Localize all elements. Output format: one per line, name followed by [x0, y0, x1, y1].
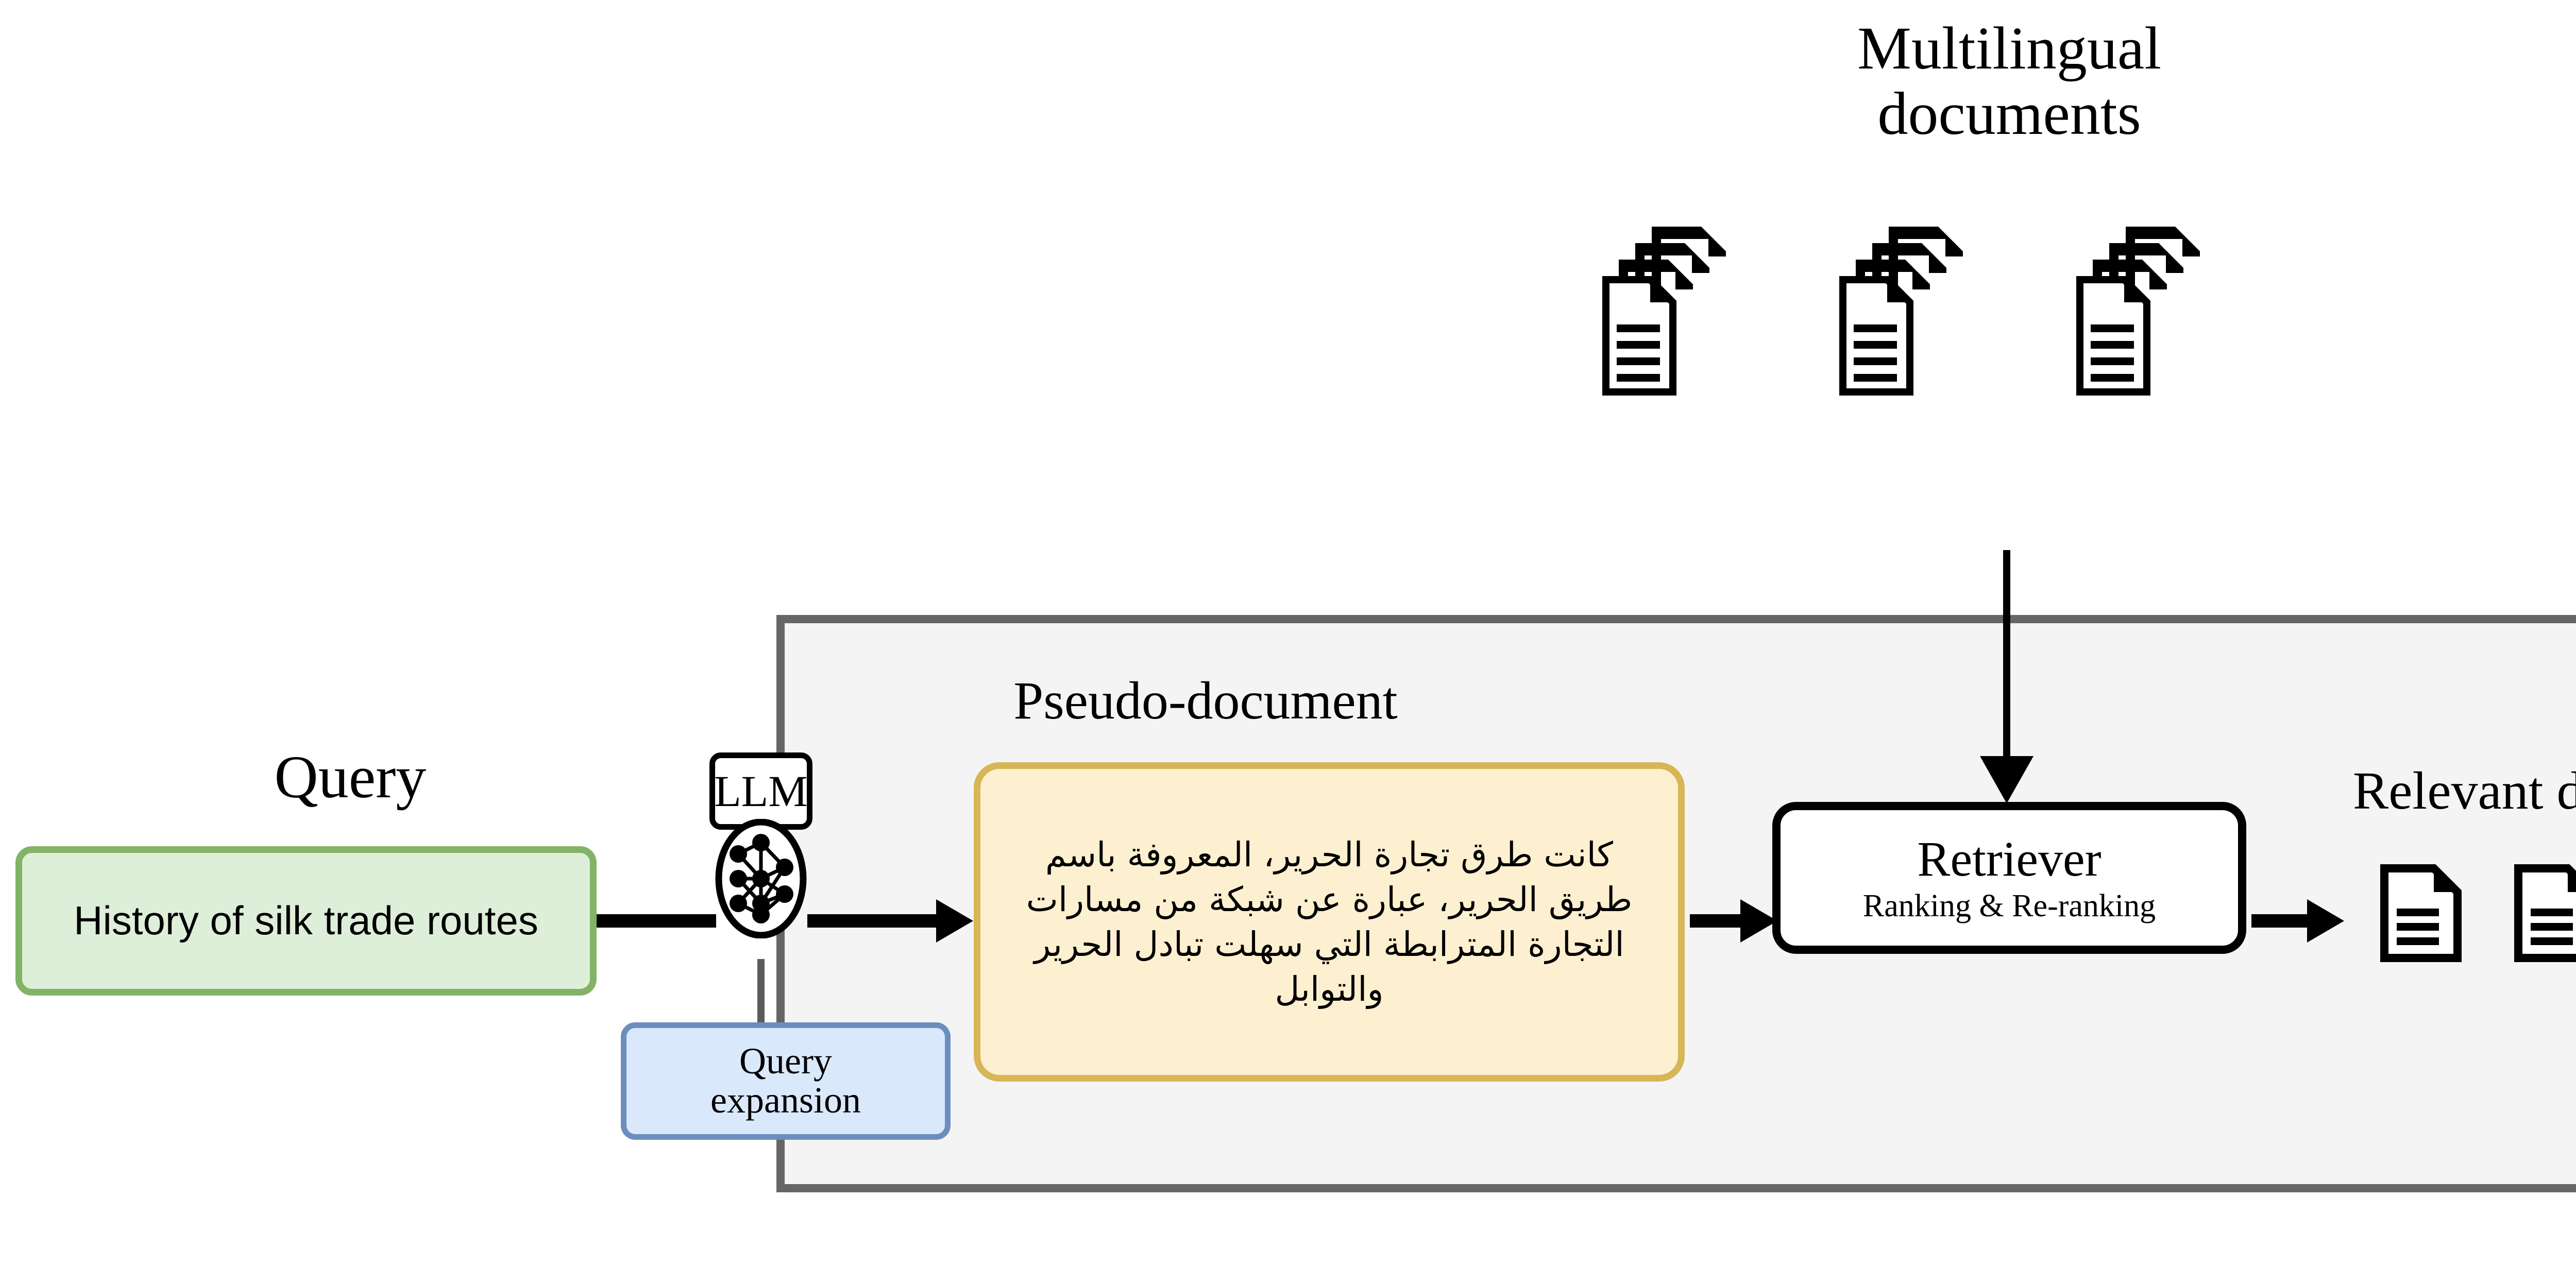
pseudo-document-label: Pseudo-document	[1013, 671, 1398, 730]
neural-network-icon	[715, 819, 807, 938]
relevant-documents-label: Relevant documents	[2352, 761, 2576, 820]
multilingual-documents-label-line2: documents	[1877, 80, 2141, 148]
arrow-shaft	[1690, 914, 1741, 928]
connector-nn-to-query-expansion	[757, 959, 765, 1025]
multilingual-documents-label-line1: Multilingual	[1857, 14, 2161, 82]
query-input-box[interactable]: History of silk trade routes	[15, 846, 597, 996]
connector-query-to-llm	[597, 914, 716, 928]
llm-badge-left: LLM	[709, 752, 812, 830]
retriever-subtitle: Ranking & Re-ranking	[1862, 888, 2156, 923]
arrow-shaft	[807, 914, 937, 928]
query-label: Query	[274, 743, 427, 811]
document-stack-icon	[1602, 227, 1726, 396]
arrow-head	[936, 899, 973, 943]
arrow-head	[2307, 899, 2344, 943]
arrow-retriever-to-relevant-documents	[2251, 899, 2344, 943]
arrow-documents-to-retriever-head	[1980, 756, 2033, 803]
multilingual-documents-label: Multilingual documents	[1674, 15, 2344, 147]
retriever-box: Retriever Ranking & Re-ranking	[1772, 802, 2246, 954]
query-expansion-line2: expansion	[710, 1080, 861, 1121]
arrow-llm-to-pseudo-document	[807, 899, 973, 943]
document-stack-icon	[1839, 227, 1963, 396]
arrow-head	[1740, 899, 1777, 943]
arrow-shaft	[2251, 914, 2308, 928]
arrow-documents-to-retriever	[2003, 550, 2010, 772]
query-expansion-line1: Query	[739, 1040, 832, 1082]
retriever-title: Retriever	[1917, 831, 2102, 886]
document-stack-icon	[2076, 227, 2200, 396]
document-icon	[2514, 864, 2576, 962]
pseudo-document-box: كانت طرق تجارة الحرير، المعروفة باسم طري…	[974, 762, 1685, 1082]
document-icon	[2380, 864, 2462, 962]
arrow-pseudo-document-to-retriever	[1690, 899, 1777, 943]
query-expansion-badge: Query expansion	[621, 1022, 951, 1140]
